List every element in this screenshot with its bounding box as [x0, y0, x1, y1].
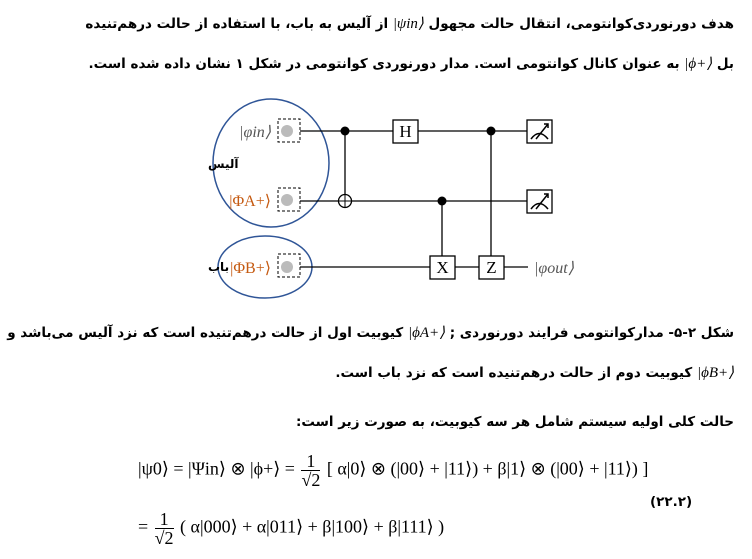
x-gate [429, 255, 456, 280]
paragraph-2: حالت کلی اولیه سیستم شامل هر سه کیوبیت، … [295, 414, 734, 430]
equation-rhs: ( α|000⟩ + α|011⟩ + β|100⟩ + β|111⟩ ) [180, 516, 445, 537]
fraction: 1√2 [301, 452, 321, 490]
z-gate-label: Z [486, 258, 496, 277]
fraction: 1√2 [154, 510, 174, 548]
cnot-control-dot [340, 126, 350, 136]
equals-sign: = [138, 516, 149, 537]
qubit-label-psi-in: |φin⟩ [239, 124, 272, 141]
qubit-label-phi-a: |ΦA+⟩ [229, 193, 271, 210]
cz-control-dot [486, 126, 496, 136]
text: کیوبیت اول از حالت درهم‌تنیده است که نزد… [7, 325, 404, 341]
cx-control-dot [437, 196, 447, 206]
text: شکل ۲-۵- مدارکوانتومی فرایند دورنوردی ; [449, 325, 734, 341]
x-gate-label: X [436, 258, 448, 277]
equation-lhs: |ψ0⟩ = |Ψin⟩ ⊗ |ϕ+⟩ = [138, 458, 295, 479]
z-gate [478, 255, 505, 280]
paragraph-line-1: هدف دورنوردی‌کوانتومی، انتقال حالت مجهول… [85, 14, 734, 33]
equation-rhs: [ α|0⟩ ⊗ (|00⟩ + |11⟩) + β|1⟩ ⊗ (|00⟩ + … [326, 458, 649, 479]
math-phi-plus: |ϕ+⟩ [684, 56, 713, 72]
text: از آلیس به باب، با استفاده از حالت درهم‌… [85, 16, 389, 32]
math-psi-in: |ψin⟩ [392, 16, 424, 32]
denominator: √2 [301, 470, 321, 490]
caption-line-1: شکل ۲-۵- مدارکوانتومی فرایند دورنوردی ; … [7, 323, 734, 342]
equation-line-1: |ψ0⟩ = |Ψin⟩ ⊗ |ϕ+⟩ = 1√2 [ α|0⟩ ⊗ (|00⟩… [138, 452, 648, 489]
bob-label: باب [208, 260, 229, 274]
text: کیوبیت دوم از حالت درهم‌تنیده است که نزد… [335, 365, 693, 381]
text: هدف دورنوردی‌کوانتومی، انتقال حالت مجهول [428, 16, 734, 32]
text: بل [716, 56, 734, 72]
denominator: √2 [154, 528, 174, 548]
math-phi-a: |ϕA+⟩ [407, 325, 445, 341]
math-phi-b: |ϕB+⟩ [696, 365, 734, 381]
output-label: |φout⟩ [534, 260, 575, 277]
measurement-icon-2 [526, 189, 553, 214]
qubit-box-2 [277, 187, 301, 212]
equation-line-2: = 1√2 ( α|000⟩ + α|011⟩ + β|100⟩ + β|111… [138, 510, 444, 547]
caption-line-2: |ϕB+⟩ کیوبیت دوم از حالت درهم‌تنیده است … [335, 363, 734, 382]
numerator: 1 [154, 510, 174, 529]
alice-ellipse [212, 98, 330, 228]
qubit-box-1 [277, 118, 301, 143]
alice-label: آلیس [208, 156, 239, 171]
qubit-label-phi-b: |ΦB+⟩ [230, 260, 271, 277]
equation-number: (۲۲.۲) [650, 494, 693, 510]
h-gate [392, 119, 419, 144]
text: به عنوان کانال کوانتومی است. مدار دورنور… [88, 56, 680, 72]
paragraph-line-2: بل |ϕ+⟩ به عنوان کانال کوانتومی است. مدا… [88, 54, 734, 73]
qubit-box-3 [277, 253, 301, 278]
measurement-icon-1 [526, 119, 553, 144]
h-gate-label: H [399, 122, 411, 141]
cnot-target-icon [337, 193, 353, 209]
numerator: 1 [301, 452, 321, 471]
